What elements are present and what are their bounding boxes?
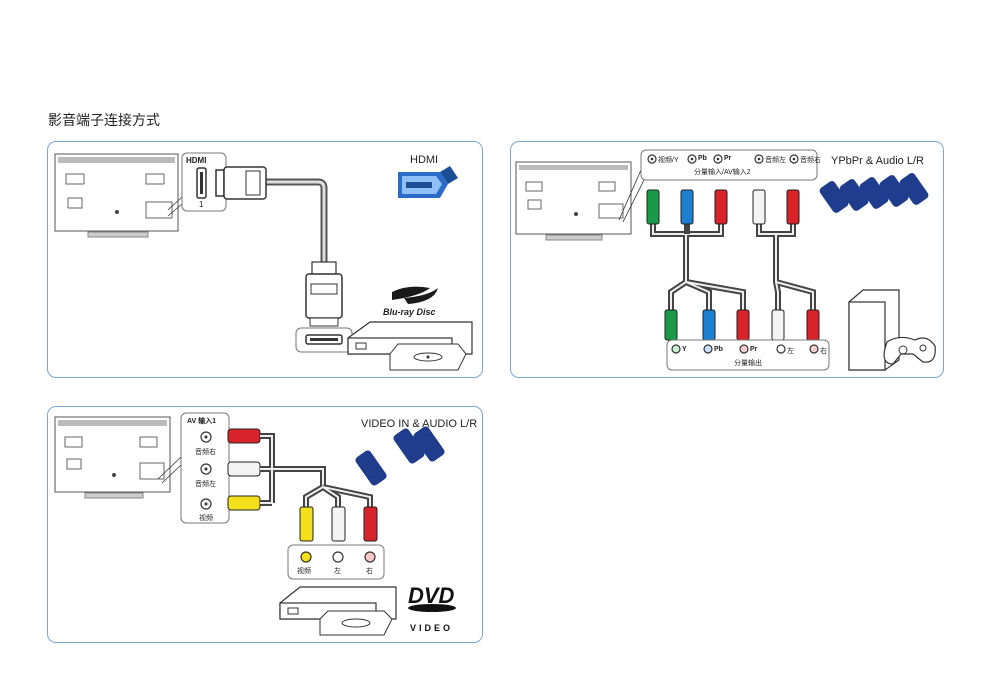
ypbpr-diagram	[515, 149, 936, 371]
tv-port-label-pb: Pb	[698, 155, 707, 162]
component-connectors-icon	[819, 173, 929, 213]
gamepad-icon	[883, 336, 936, 365]
tv-port-label-audio-left: 音频左	[195, 481, 216, 488]
ypbpr-panel-title: YPbPr & Audio L/R	[831, 155, 924, 167]
device-port-label-left: 左	[334, 568, 341, 575]
page-title: 影音端子连接方式	[48, 112, 160, 128]
av-panel: AV 输入1 音频右 音频左 视频 VIDEO IN & AUDIO L/R 视…	[47, 406, 483, 643]
dvd-logo-icon	[408, 604, 456, 612]
tv-port-label-pr: Pr	[724, 155, 732, 162]
bluray-player-image	[347, 321, 473, 371]
av-input-caption: AV 输入1	[187, 418, 217, 425]
device-port-label-right: 右	[820, 348, 827, 355]
ypbpr-panel: 视频/Y Pb Pr 音频左 音频右 分量输入/AV输入2 YPbPr & Au…	[510, 141, 944, 378]
tv-back-image	[54, 153, 179, 238]
device-port-label-pr: Pr	[750, 346, 758, 353]
rca-connectors-icon	[355, 426, 445, 486]
av-diagram	[54, 412, 456, 636]
bluray-logo-icon	[392, 286, 438, 304]
tv-port-label-audio-right: 音频右	[195, 449, 216, 456]
bluray-logo-text: Blu-ray Disc	[383, 307, 436, 317]
tv-port-label-y: 视频/Y	[658, 157, 679, 164]
hdmi-port-number: 1	[199, 200, 204, 209]
tv-port-label-video: 视频	[199, 515, 213, 522]
tv-back-image	[54, 416, 171, 499]
hdmi-panel: HDMI 1 HDMI Blu-ray Disc	[47, 141, 483, 378]
hdmi-connector-icon	[398, 166, 458, 198]
dvd-logo-text: DVD	[408, 583, 455, 608]
dvd-player-image	[279, 586, 397, 636]
av-panel-title: VIDEO IN & AUDIO L/R	[361, 418, 478, 430]
device-port-label-right: 右	[366, 568, 373, 575]
device-port-label-y: Y	[682, 346, 687, 353]
hdmi-diagram	[54, 152, 473, 371]
device-port-label-pb: Pb	[714, 346, 723, 353]
device-port-label-left: 左	[787, 348, 794, 355]
hdmi-port-label: HDMI	[186, 156, 207, 165]
tv-port-label-audio-left: 音频左	[765, 157, 786, 164]
hdmi-panel-title: HDMI	[410, 154, 439, 166]
tv-port-label-audio-right: 音频右	[800, 157, 821, 164]
tv-port-caption: 分量输入/AV输入2	[694, 169, 751, 176]
device-port-caption: 分量输出	[734, 360, 762, 367]
dvd-logo-subtext: VIDEO	[410, 623, 454, 633]
device-port-label-video: 视频	[297, 568, 311, 575]
tv-back-image	[515, 161, 632, 241]
